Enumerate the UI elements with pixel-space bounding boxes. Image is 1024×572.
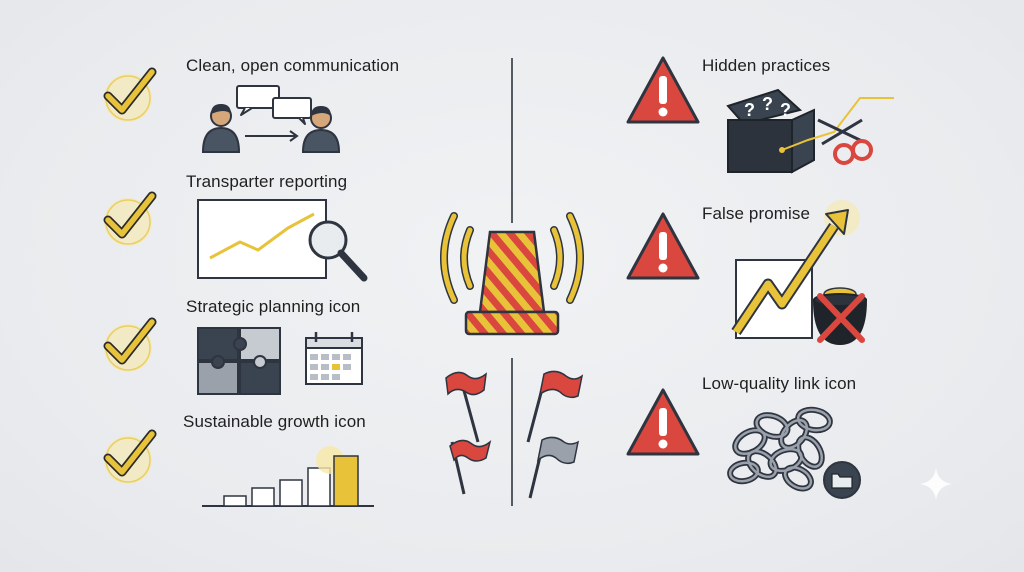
item-label-communication: Clean, open communication [186,56,400,75]
two-people-chat-icon [201,85,341,153]
checkmark-icon [103,191,157,246]
red-flag-icon [526,370,584,443]
checkmark-icon [103,317,157,372]
siren-beacon-icon [440,212,584,336]
item-label-planning: Strategic planning icon [186,297,361,316]
checkmark-icon [103,67,157,122]
warning-icon [626,56,700,124]
item-label-reporting: Transparter reporting [186,172,348,191]
sparkle-icon [920,468,952,500]
red-flag-icon [445,371,487,443]
svg-text:?: ? [762,94,773,114]
red-flag-icon [449,439,492,495]
divider-top [511,58,513,223]
chart-magnifier-icon [197,199,368,282]
warning-icon [626,388,700,456]
puzzle-calendar-icon [197,327,363,395]
item-label-growth: Sustainable growth icon [183,412,366,431]
rising-arrow-broken-pot-icon [731,200,868,346]
item-label-low-quality-link: Low-quality link icon [702,374,857,393]
item-label-false-promise: False promise [702,204,811,223]
gray-flag-icon [528,436,580,499]
svg-text:?: ? [780,100,791,120]
checkmark-icon [103,429,157,484]
tangled-chain-icon [727,406,861,499]
bar-growth-icon [202,446,374,507]
divider-bottom [511,358,513,506]
warning-icon [626,212,700,280]
svg-text:?: ? [744,100,755,120]
mystery-box-scissors-icon: ? ? ? [726,88,894,174]
item-label-hidden-practices: Hidden practices [702,56,831,75]
